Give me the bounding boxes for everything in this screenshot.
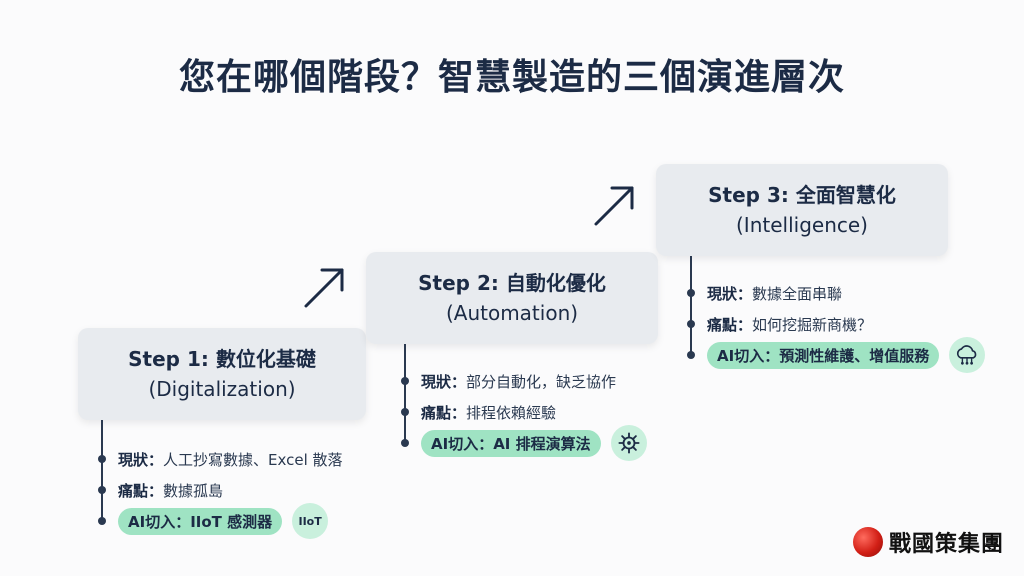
- step-3-connector: [690, 256, 692, 356]
- pain-value: 排程依賴經驗: [466, 403, 557, 422]
- step-2-ai-row: AI切入： AI 排程演算法: [401, 425, 647, 461]
- ai-entry-pill: AI切入： IIoT 感測器: [118, 507, 283, 535]
- cloud-network-icon: [949, 337, 986, 373]
- logo-emblem-icon: [852, 527, 883, 557]
- status-value: 人工抄寫數據、Excel 散落: [163, 450, 343, 469]
- step-1-box: Step 1: 數位化基礎 (Digitalization): [78, 328, 366, 420]
- status-label: 現狀：: [707, 284, 753, 303]
- bullet-dot: [687, 351, 695, 359]
- pain-label: 痛點：: [118, 481, 164, 500]
- step-3-status-row: 現狀： 數據全面串聯: [687, 280, 842, 306]
- pain-value: 數據孤島: [163, 481, 224, 500]
- status-value: 部分自動化，缺乏協作: [466, 372, 617, 391]
- step-2-heading: Step 2: 自動化優化: [418, 271, 606, 295]
- bullet-dot: [401, 439, 409, 447]
- arrow-up-right-icon: [304, 268, 344, 308]
- step-2-status-row: 現狀： 部分自動化，缺乏協作: [401, 368, 616, 394]
- arrow-up-right-icon: [594, 186, 634, 226]
- ai-value: IIoT 感測器: [190, 512, 273, 531]
- step-3-heading: Step 3: 全面智慧化: [708, 183, 896, 207]
- step-2-connector: [404, 344, 406, 444]
- ai-label: AI切入：: [717, 346, 780, 365]
- step-3-ai-row: AI切入： 預測性維護、增值服務: [687, 337, 986, 373]
- step-3-subheading: (Intelligence): [736, 213, 868, 237]
- page-title: 您在哪個階段？智慧製造的三個演進層次: [178, 57, 845, 98]
- bullet-dot: [98, 517, 106, 525]
- ai-label: AI切入：: [431, 434, 494, 453]
- logo-text: 戰國策集團: [888, 531, 1004, 557]
- ai-value: AI 排程演算法: [493, 434, 591, 453]
- ai-label: AI切入：: [128, 512, 191, 531]
- pain-label: 痛點：: [421, 403, 467, 422]
- pain-label: 痛點：: [707, 315, 753, 334]
- step-1-subheading: (Digitalization): [148, 377, 296, 401]
- step-1-heading: Step 1: 數位化基礎: [128, 347, 316, 371]
- bullet-dot: [98, 486, 106, 494]
- step-2-subheading: (Automation): [445, 301, 579, 325]
- step-1-pain-row: 痛點： 數據孤島: [98, 477, 223, 503]
- bullet-dot: [687, 289, 695, 297]
- bullet-dot: [401, 408, 409, 416]
- gear-ai-icon: [610, 425, 647, 461]
- iiot-signal-icon: IIoT: [292, 503, 329, 539]
- ai-entry-pill: AI切入： 預測性維護、增值服務: [707, 341, 940, 369]
- bullet-dot: [98, 455, 106, 463]
- ai-entry-pill: AI切入： AI 排程演算法: [421, 429, 601, 457]
- status-value: 數據全面串聯: [752, 284, 843, 303]
- step-2-pain-row: 痛點： 排程依賴經驗: [401, 399, 556, 425]
- ai-value: 預測性維護、增值服務: [779, 346, 930, 365]
- pain-value: 如何挖掘新商機？: [752, 315, 873, 334]
- step-1-connector: [101, 420, 103, 524]
- bullet-dot: [687, 320, 695, 328]
- status-label: 現狀：: [421, 372, 467, 391]
- bullet-dot: [401, 377, 409, 385]
- company-logo: 戰國策集團: [852, 526, 1004, 558]
- step-3-box: Step 3: 全面智慧化 (Intelligence): [656, 164, 948, 256]
- status-label: 現狀：: [118, 450, 164, 469]
- step-2-box: Step 2: 自動化優化 (Automation): [366, 252, 658, 344]
- step-1-status-row: 現狀： 人工抄寫數據、Excel 散落: [98, 446, 343, 472]
- step-1-ai-row: AI切入： IIoT 感測器 IIoT: [98, 503, 329, 539]
- step-3-pain-row: 痛點： 如何挖掘新商機？: [687, 311, 872, 337]
